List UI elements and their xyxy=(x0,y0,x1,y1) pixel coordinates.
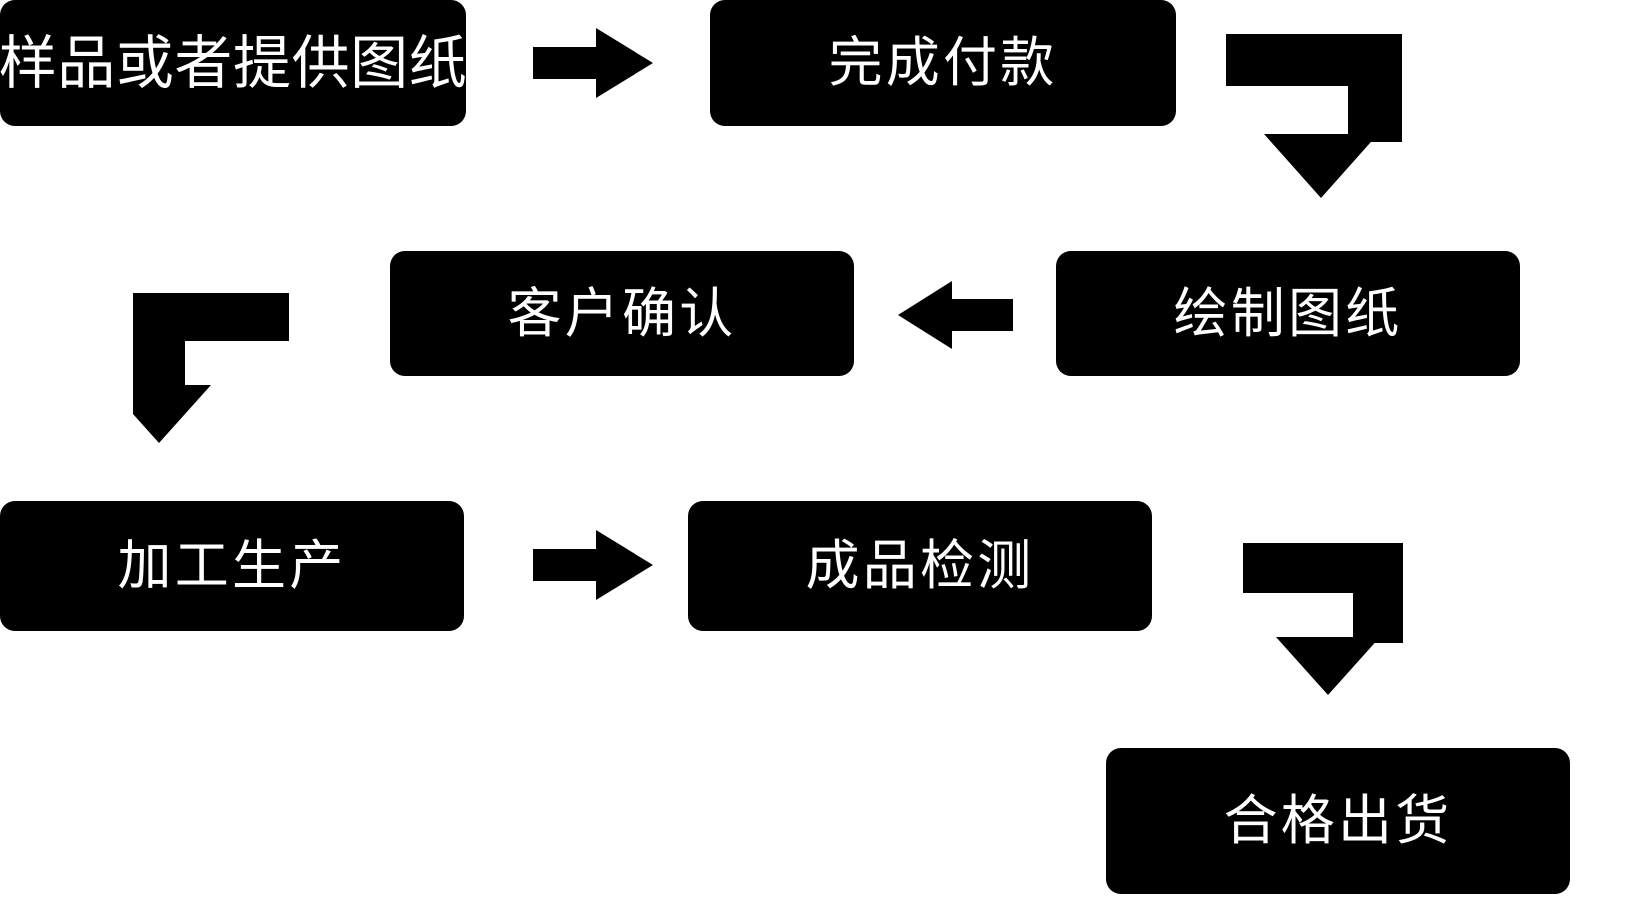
flow-node-draw-blueprint[interactable]: 绘制图纸 xyxy=(1056,251,1520,376)
arrow-right-icon-sample-to-payment xyxy=(533,28,653,98)
flow-node-inspection-label: 成品检测 xyxy=(805,534,1035,597)
flow-node-sample-label: 样品或者提供图纸 xyxy=(0,29,468,97)
arrow-elbow-down-icon-inspection-to-shipping xyxy=(1243,543,1403,695)
arrow-elbow-down-icon-confirm-to-production xyxy=(133,293,289,443)
arrow-elbow-down-icon-payment-to-drawing xyxy=(1226,34,1402,198)
flow-node-customer-confirm-label: 客户确认 xyxy=(507,281,737,345)
flow-node-production[interactable]: 加工生产 xyxy=(0,501,464,631)
flow-node-shipping-label: 合格出货 xyxy=(1223,789,1453,852)
flow-node-payment-label: 完成付款 xyxy=(828,31,1058,94)
flow-node-production-label: 加工生产 xyxy=(117,534,347,597)
arrow-left-icon-drawing-to-confirm xyxy=(898,281,1013,349)
flow-node-sample[interactable]: 样品或者提供图纸 xyxy=(0,0,468,126)
flow-node-payment[interactable]: 完成付款 xyxy=(710,0,1176,126)
flow-node-draw-blueprint-label: 绘制图纸 xyxy=(1173,281,1403,345)
flow-node-shipping[interactable]: 合格出货 xyxy=(1106,748,1570,894)
flow-node-customer-confirm[interactable]: 客户确认 xyxy=(390,251,854,376)
flow-node-inspection[interactable]: 成品检测 xyxy=(688,501,1152,631)
arrow-right-icon-production-to-inspection xyxy=(533,530,653,600)
